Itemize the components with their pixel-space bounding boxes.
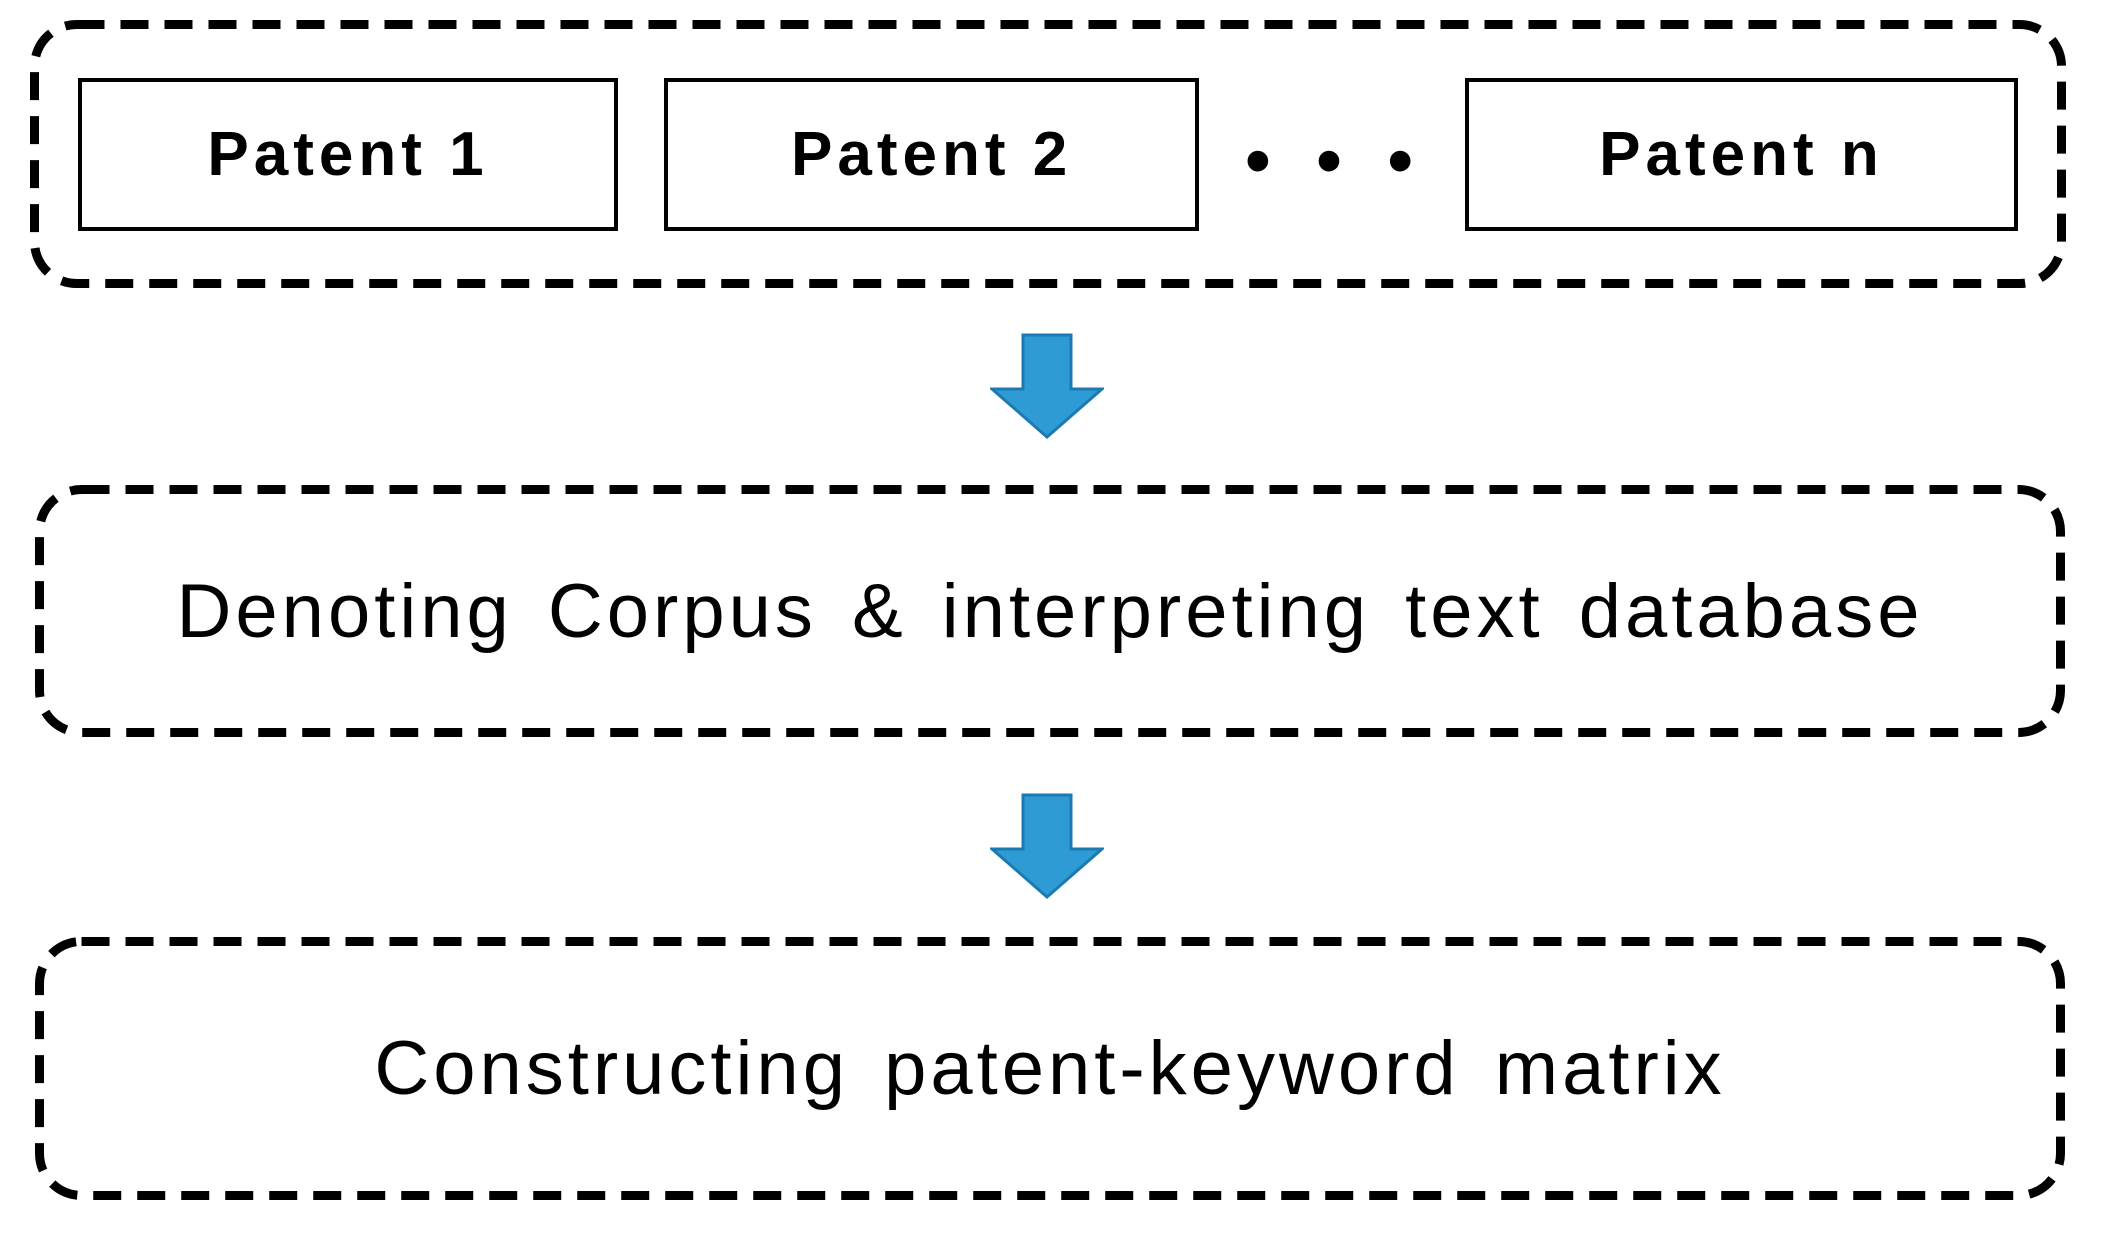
step-2-label: Constructing patent-keyword matrix [374,1026,1726,1111]
step-1-label: Denoting Corpus & interpreting text data… [176,568,1924,654]
step-constructing-matrix: Constructing patent-keyword matrix [35,937,2065,1200]
patent-2-label: Patent 2 [791,119,1073,189]
ellipsis-dots: • • • [1245,121,1419,201]
dashed-border-outline [35,937,2065,1200]
patent-2-box: Patent 2 [664,77,1200,231]
dashed-border-outline [30,20,2066,288]
down-arrow-icon [990,793,1104,899]
patents-row: Patent 1 Patent 2 • • • Patent n [30,20,2066,288]
patent-n-box: Patent n [1464,77,2018,231]
dashed-border-outline [35,485,2065,737]
patent-n-label: Patent n [1599,119,1884,189]
step-denoting-corpus: Denoting Corpus & interpreting text data… [35,485,2065,737]
down-arrow-icon [990,333,1104,439]
step-content: Constructing patent-keyword matrix [35,937,2065,1200]
step-content: Denoting Corpus & interpreting text data… [35,485,2065,737]
patents-group: Patent 1 Patent 2 • • • Patent n [30,20,2066,288]
patent-1-label: Patent 1 [207,119,489,189]
patent-1-box: Patent 1 [78,77,618,231]
